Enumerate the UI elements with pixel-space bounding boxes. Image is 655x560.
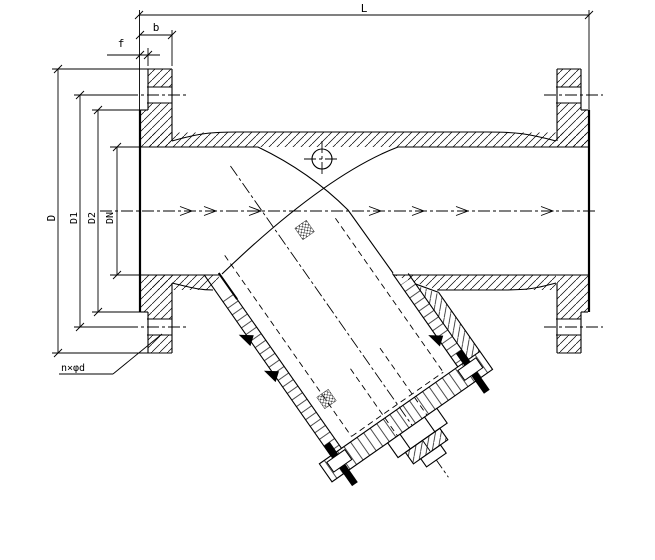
branch-crotch <box>221 146 399 275</box>
label-bolt-holes: n×φd <box>61 363 85 374</box>
drain-plug <box>386 407 449 468</box>
dimension-D1 <box>74 90 126 332</box>
label-L: L <box>361 2 368 15</box>
screen-mesh-symbol <box>316 388 337 410</box>
label-D1: D1 <box>69 212 80 224</box>
strainer-branch <box>203 165 494 487</box>
pipe-wall-sections <box>149 132 588 290</box>
label-D2: D2 <box>87 212 98 224</box>
cover-bolts <box>323 349 490 487</box>
right-flange-bolt-slots <box>556 86 581 336</box>
dimension-DN <box>110 142 141 280</box>
label-b: b <box>153 21 160 34</box>
bolt-hole-leader <box>59 333 163 375</box>
branch-flow-marks <box>238 334 444 383</box>
flow-arrows <box>179 206 555 216</box>
screen-mesh-symbol <box>294 219 315 241</box>
dimension-f <box>107 48 160 66</box>
dimension-D2 <box>92 105 141 317</box>
dimension-b <box>135 30 177 66</box>
centerlines <box>100 94 603 328</box>
label-D: D <box>45 215 58 222</box>
label-f: f <box>118 37 125 50</box>
dimension-L <box>134 10 594 110</box>
dimension-lines <box>52 10 594 375</box>
dimension-D <box>52 64 150 358</box>
label-DN: DN <box>105 212 116 224</box>
branch-walls <box>203 272 481 457</box>
left-flange-outline <box>138 68 173 354</box>
left-flange <box>138 68 173 354</box>
left-flange-bolt-slots <box>147 86 172 336</box>
pipe-body-outline <box>140 131 589 291</box>
